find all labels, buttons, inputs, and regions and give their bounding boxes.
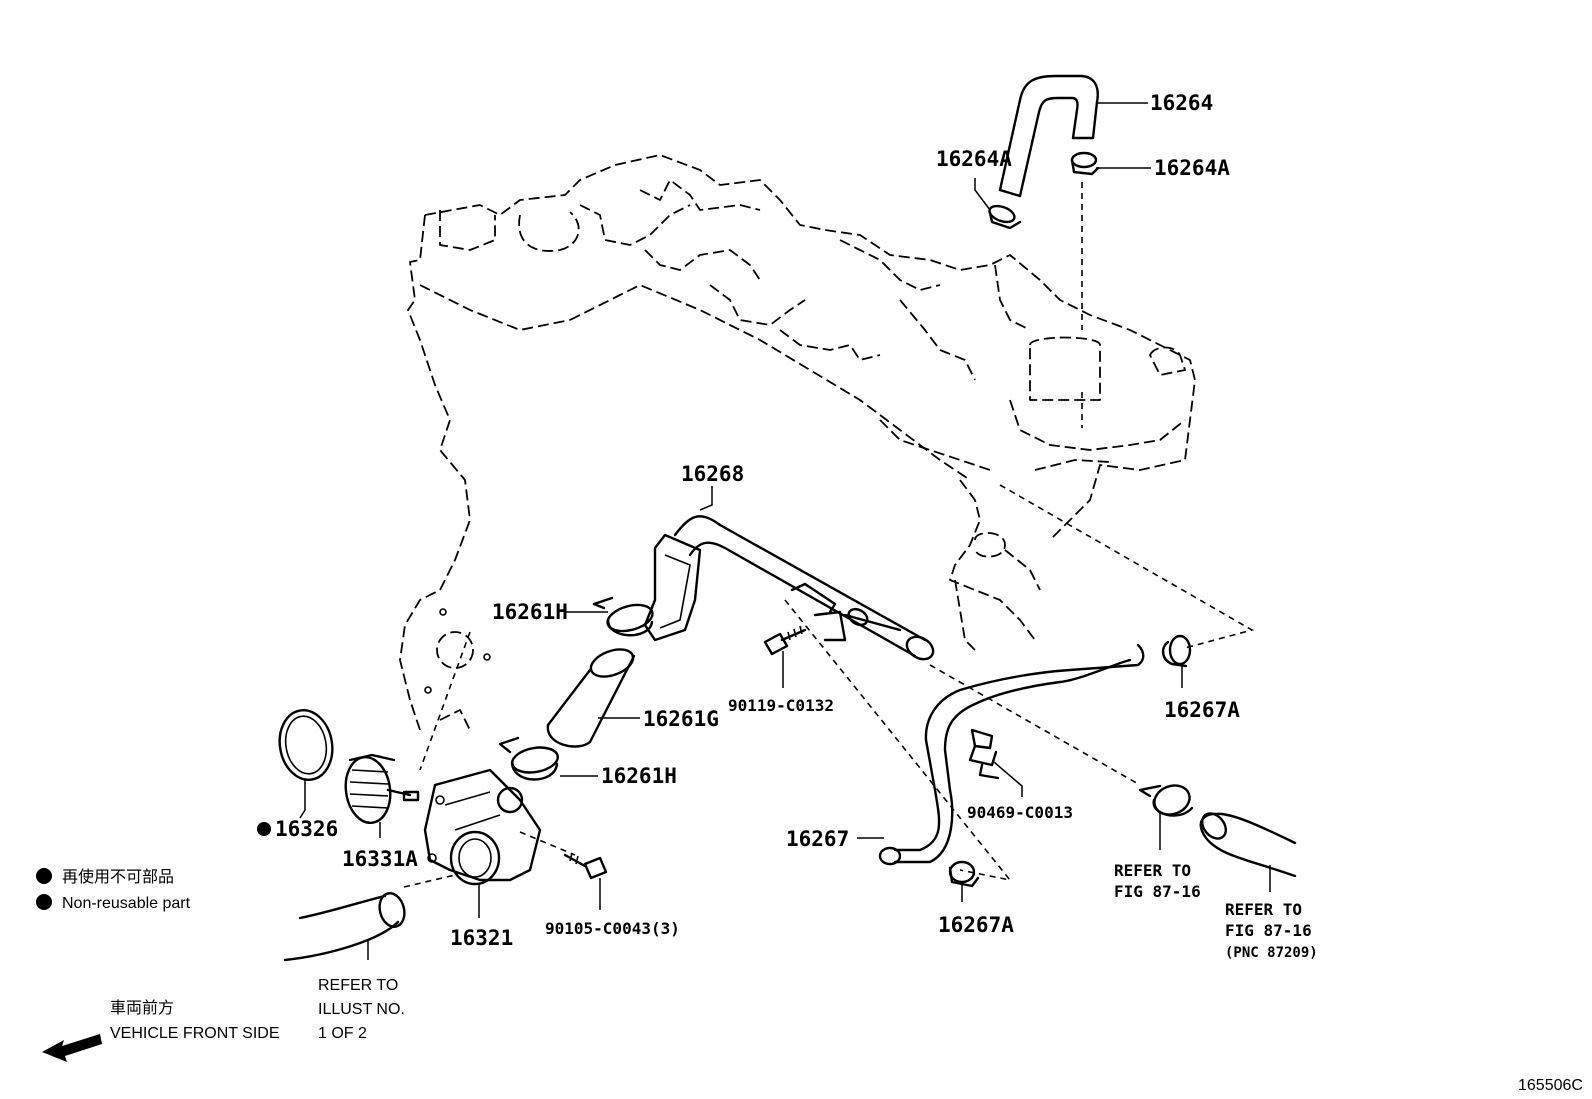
ref-fig-87-16-pnc-line3: (PNC 87209) xyxy=(1225,945,1318,961)
label-16331A: 16331A xyxy=(342,847,418,871)
direction-jp: 車両前方 xyxy=(110,999,174,1017)
hose-16267[interactable] xyxy=(878,643,1145,866)
ref-fig-87-16-pnc-line1: REFER TO xyxy=(1225,900,1302,919)
clamp-16264A-right[interactable] xyxy=(1070,151,1100,176)
water-pipe-16268[interactable] xyxy=(643,515,937,663)
thermostat-16331A[interactable] xyxy=(342,753,420,825)
label-90469-C0013: 90469-C0013 xyxy=(967,803,1073,822)
bolt-90119-C0132[interactable] xyxy=(763,625,807,656)
legend: 再使用不可部品 Non-reusable part xyxy=(36,868,191,912)
ref-fig-87-16-pnc-line2: FIG 87-16 xyxy=(1225,921,1312,940)
arrow-left-icon xyxy=(42,1034,102,1062)
legend-en-bullet-icon xyxy=(36,894,52,910)
clamp-16267A-right[interactable] xyxy=(1161,634,1192,668)
label-16261H-top: 16261H xyxy=(492,600,568,624)
hose-refer-fig-87-16[interactable] xyxy=(1197,809,1297,878)
direction-en: VEHICLE FRONT SIDE xyxy=(110,1025,280,1042)
label-16267A-right: 16267A xyxy=(1164,698,1240,722)
callout-leader-lines xyxy=(299,102,1271,960)
ref-illust-line1: REFER TO xyxy=(318,977,398,994)
hose-refer-illust-1-of-2[interactable] xyxy=(283,890,408,962)
clamp-16267A-bottom[interactable] xyxy=(948,860,980,888)
label-16267A-bottom: 16267A xyxy=(938,913,1014,937)
label-16267: 16267 xyxy=(786,827,849,851)
gasket-16326[interactable] xyxy=(274,706,337,784)
figure-id: 165506C xyxy=(1518,1077,1583,1094)
hose-16264[interactable] xyxy=(998,74,1099,198)
ref-fig-87-16-line1: REFER TO xyxy=(1114,861,1191,880)
clamp-refer-fig-87-16[interactable] xyxy=(1138,781,1194,820)
clamp-16261H-bottom[interactable] xyxy=(498,736,560,781)
water-inlet-16321[interactable] xyxy=(423,768,542,886)
label-16264A-right: 16264A xyxy=(1154,156,1230,180)
vehicle-front-indicator: 車両前方 VEHICLE FRONT SIDE xyxy=(42,999,280,1062)
label-90119-C0132: 90119-C0132 xyxy=(728,696,834,715)
hose-16261G[interactable] xyxy=(546,644,637,748)
non-reusable-marker-icon xyxy=(257,822,271,836)
legend-jp-bullet-icon xyxy=(36,868,52,884)
ref-fig-87-16-line2: FIG 87-16 xyxy=(1114,882,1201,901)
ref-illust-line3: 1 OF 2 xyxy=(318,1025,367,1042)
legend-en: Non-reusable part xyxy=(62,895,191,912)
label-16264A-left: 16264A xyxy=(936,147,1012,171)
phantom-leader-lines xyxy=(403,182,1255,888)
legend-jp: 再使用不可部品 xyxy=(62,868,174,886)
label-16261G: 16261G xyxy=(643,707,719,731)
clamp-16261H-top[interactable] xyxy=(592,596,655,637)
label-16268: 16268 xyxy=(681,462,744,486)
label-90105-C0043: 90105-C0043(3) xyxy=(545,919,680,938)
label-16321: 16321 xyxy=(450,926,513,950)
clamp-16264A-left[interactable] xyxy=(987,203,1022,230)
bolt-90105-C0043[interactable] xyxy=(563,852,608,880)
label-16264: 16264 xyxy=(1150,91,1213,115)
clamp-90469-C0013[interactable] xyxy=(968,728,1000,780)
label-16326: 16326 xyxy=(275,817,338,841)
ref-illust-line2: ILLUST NO. xyxy=(318,1001,405,1018)
engine-block-outline xyxy=(399,154,1196,731)
label-16261H-bottom: 16261H xyxy=(601,764,677,788)
